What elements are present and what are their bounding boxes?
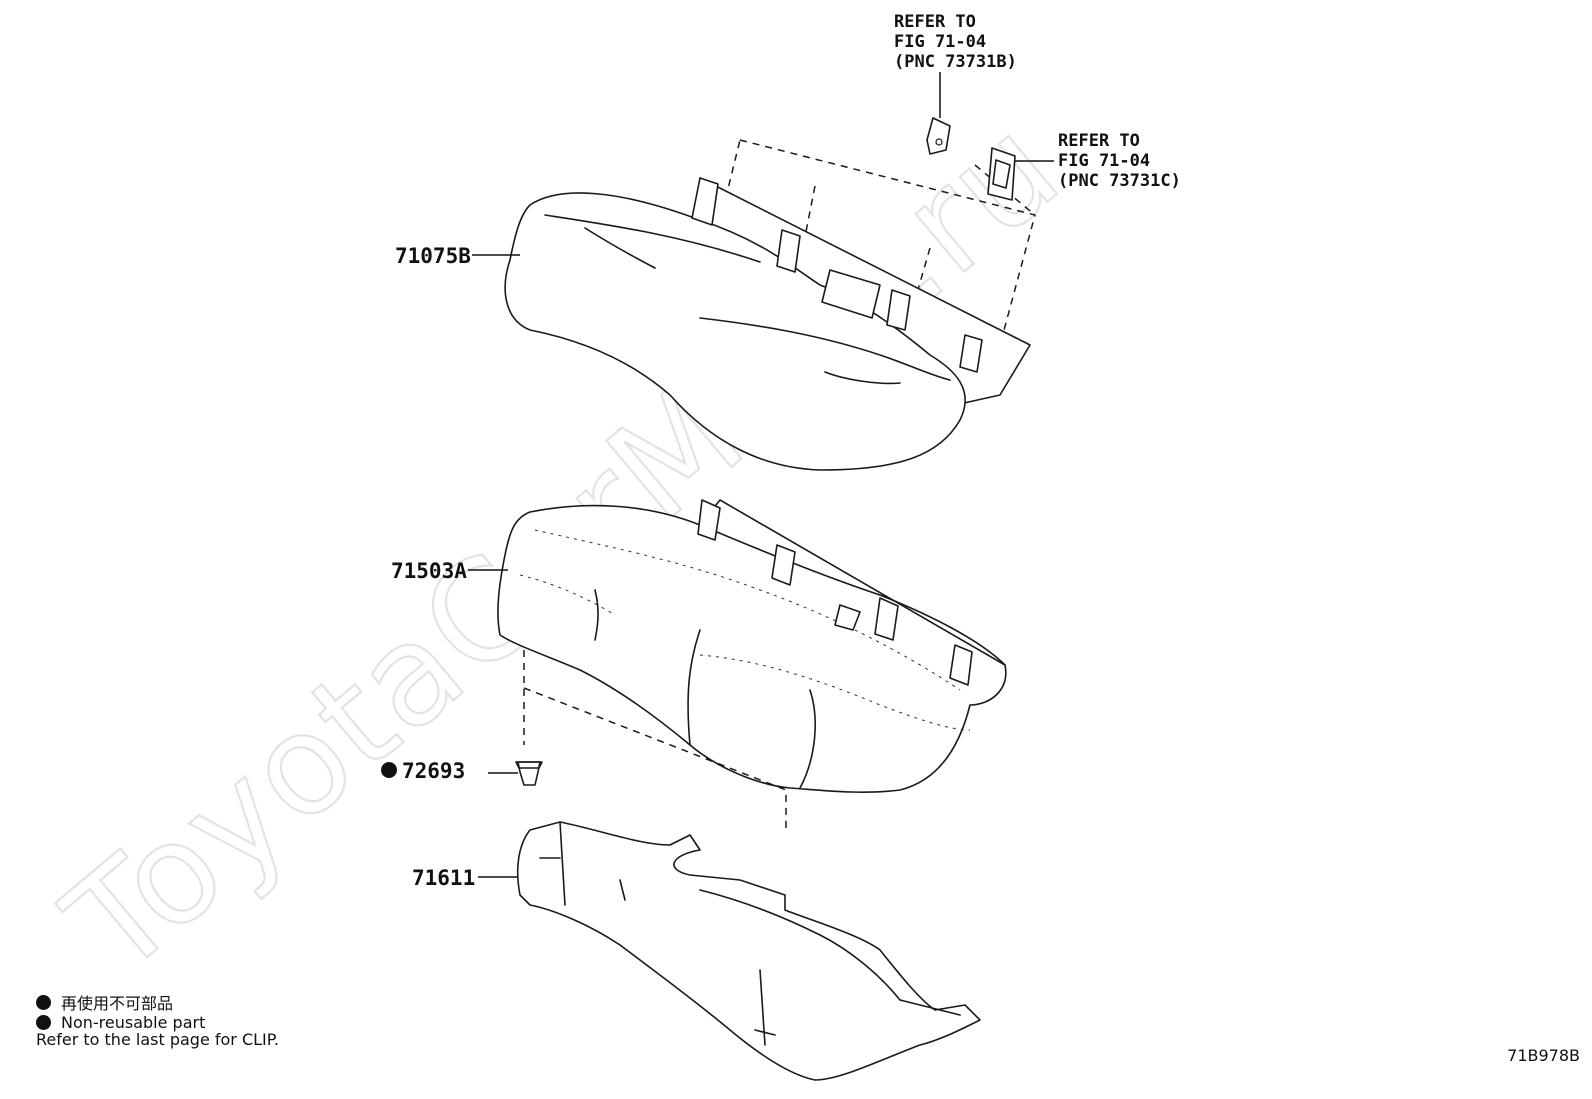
clip-72693-illustration [381,761,543,786]
non-reusable-marker [381,762,397,778]
svg-text:(PNC 73731B): (PNC 73731B) [894,52,1017,72]
seat-cushion-cover-illustration [504,139,1036,471]
clip-73731C-illustration [987,147,1054,201]
clip-guide-box [523,687,787,830]
part-number-71075B: 71075B [395,244,471,268]
legend-item-jp: 再使用不可部品 [36,990,173,1014]
part-number-72693: 72693 [402,759,465,783]
part-number-71503A: 71503A [391,559,467,583]
part-number-71611: 71611 [412,866,475,890]
legend-label-jp: 再使用不可部品 [61,994,174,1013]
svg-text:FIG 71-04: FIG 71-04 [1058,151,1150,171]
reference-label-73731C: REFER TO FIG 71-04 (PNC 73731C) [1058,131,1181,191]
seat-cushion-pad-illustration [497,499,1007,793]
svg-text:REFER TO: REFER TO [1058,131,1140,151]
legend-item-en: Non-reusable part [36,1013,205,1032]
seat-cushion-frame-illustration [516,821,981,1081]
clip-note: Refer to the last page for CLIP. [36,1030,279,1049]
non-reusable-dot-icon [36,1015,51,1030]
reference-label-73731B: REFER TO FIG 71-04 (PNC 73731B) [894,12,1017,72]
svg-text:REFER TO: REFER TO [894,12,976,32]
svg-text:FIG 71-04: FIG 71-04 [894,32,986,52]
svg-text:(PNC 73731C): (PNC 73731C) [1058,171,1181,191]
clip-73731B-illustration [926,72,951,155]
figure-code: 71B978B [1507,1046,1580,1065]
legend-label-en: Non-reusable part [61,1013,206,1032]
non-reusable-dot-icon [36,994,51,1010]
